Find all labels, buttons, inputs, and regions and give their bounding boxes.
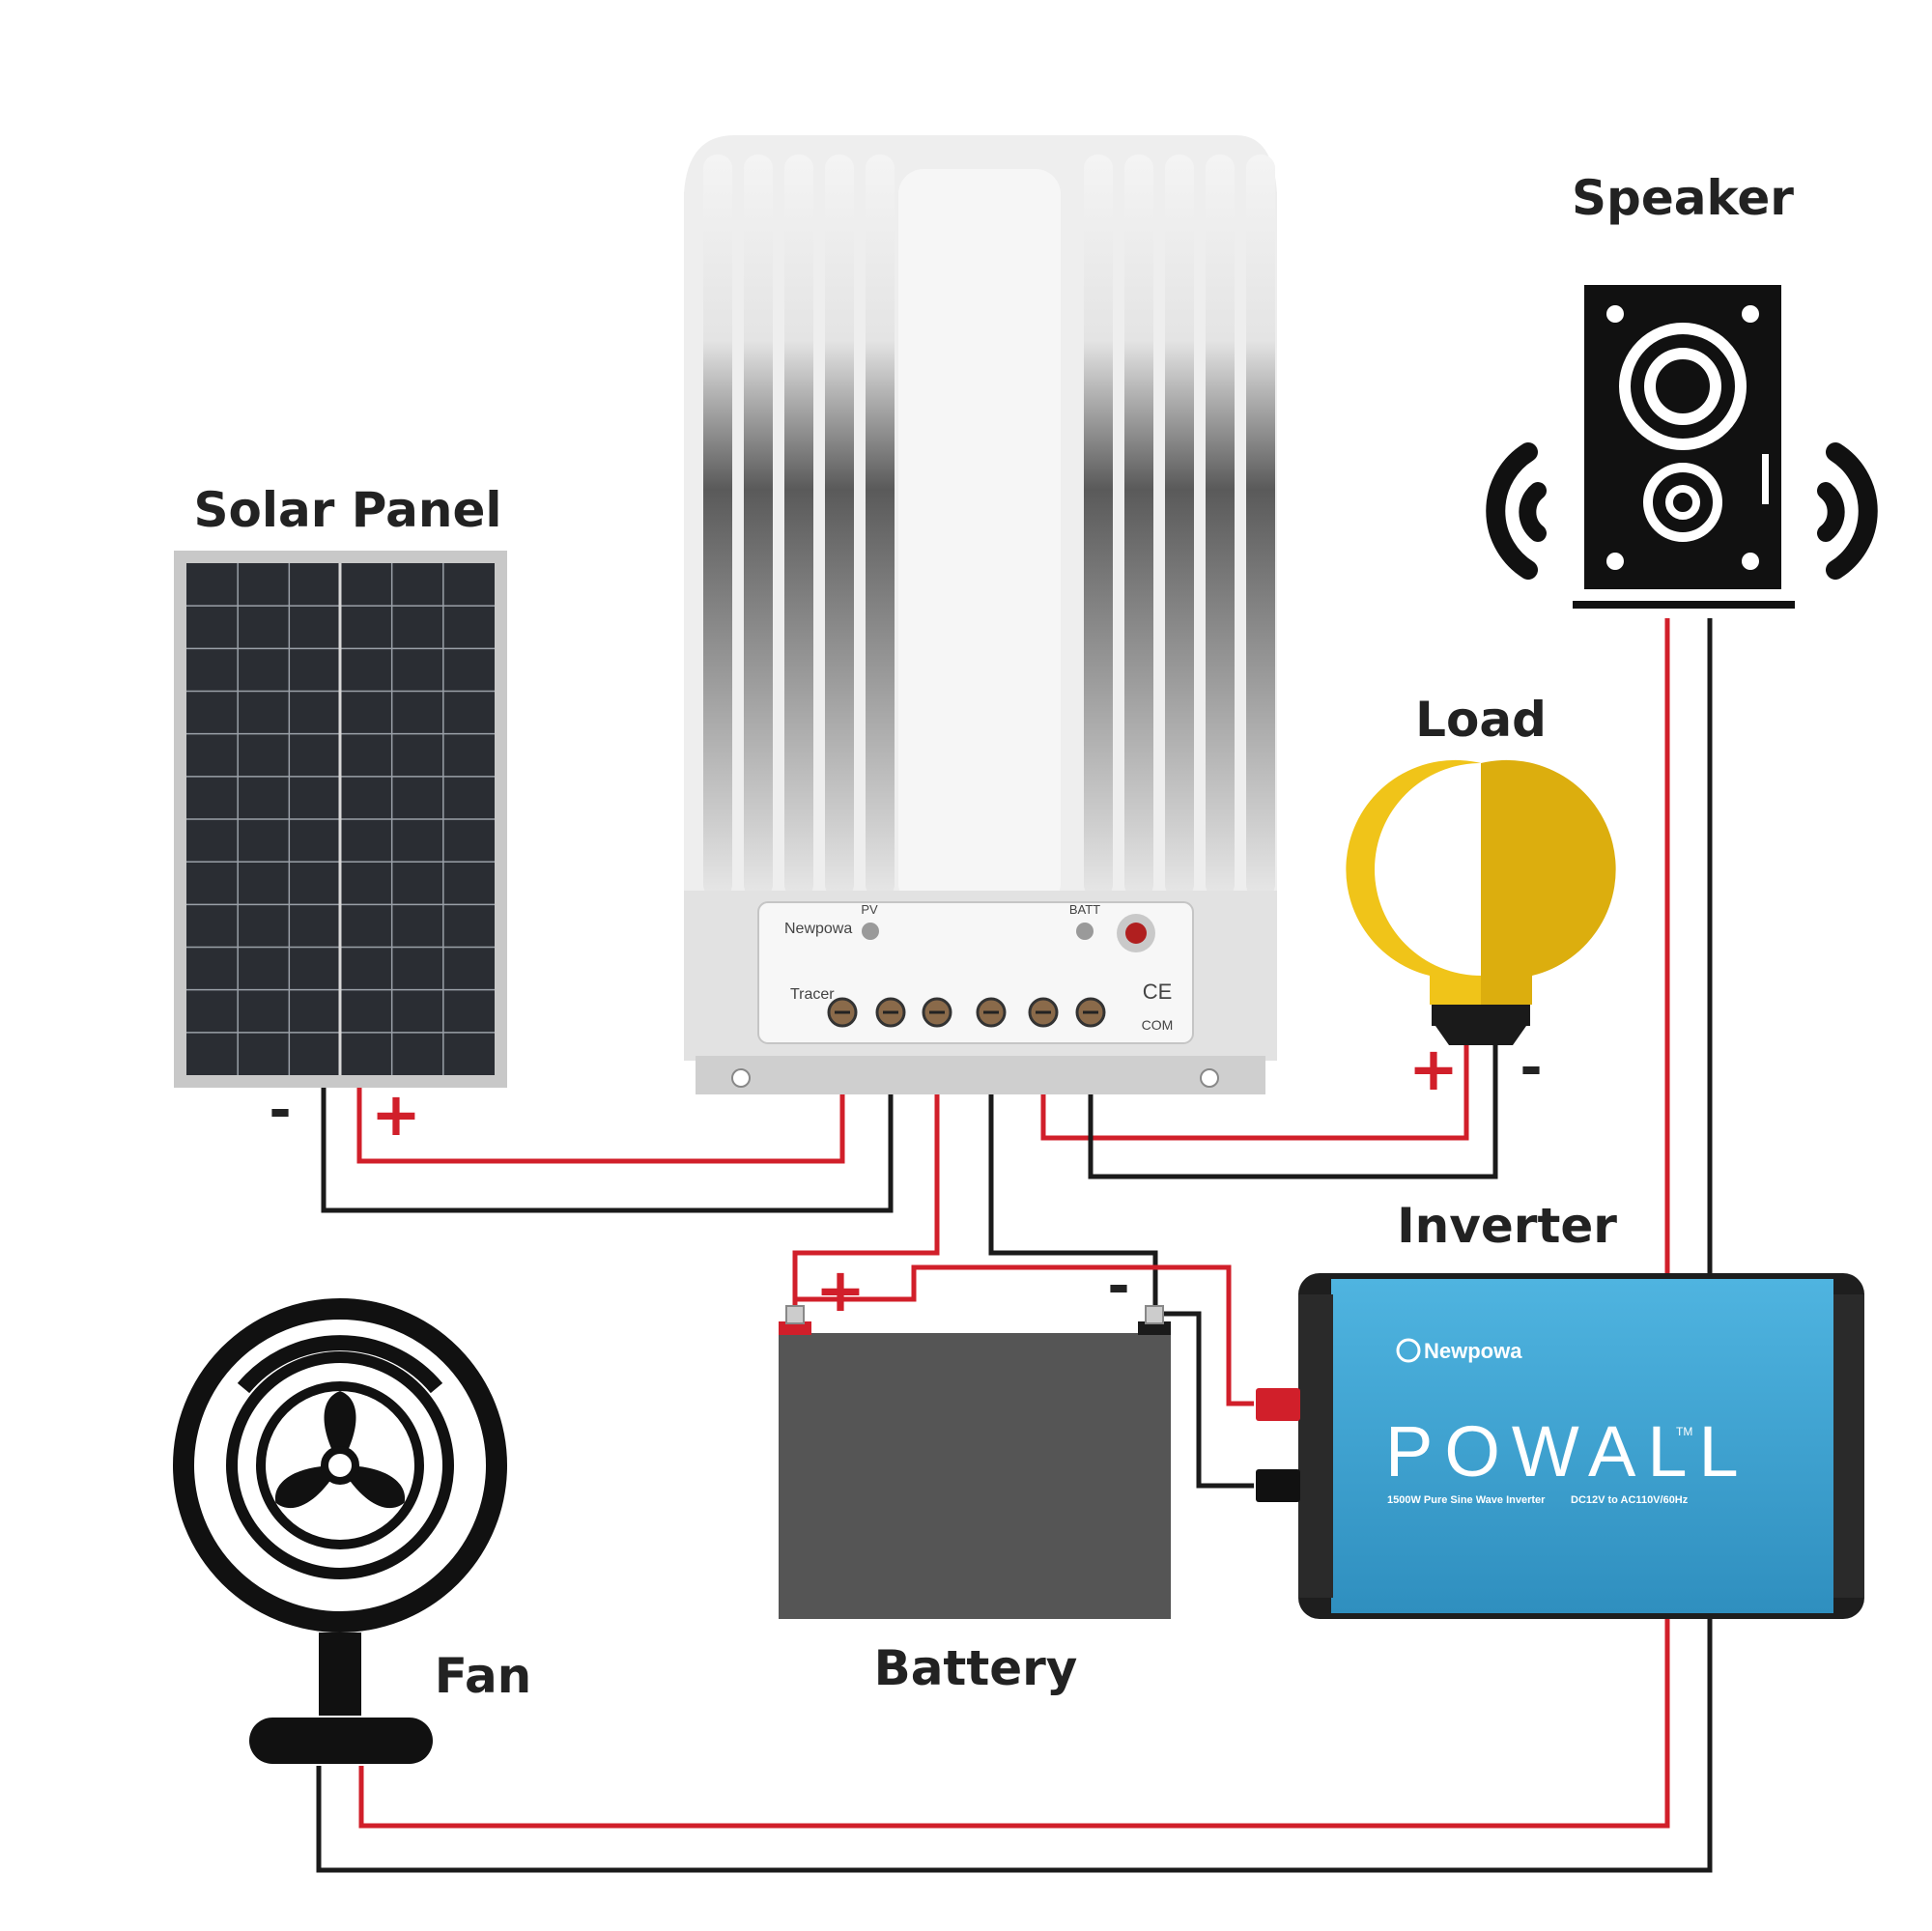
fan-label: Fan: [435, 1648, 532, 1704]
heatsink-fin: [703, 155, 732, 898]
charge-controller: [684, 135, 1277, 1094]
speaker-label: Speaker: [1572, 170, 1794, 226]
battery-plus-sign: +: [815, 1255, 866, 1325]
inverter-label: Inverter: [1397, 1198, 1617, 1254]
solar-panel-label: Solar Panel: [194, 482, 502, 538]
solar-panel: [174, 551, 507, 1088]
heatsink-fin: [825, 155, 854, 898]
heatsink-fin: [866, 155, 895, 898]
heatsink-fin: [784, 155, 813, 898]
heatsink-fin: [744, 155, 773, 898]
wire-inverter-negative: [1155, 1311, 1254, 1489]
controller-com-label: COM: [1142, 1017, 1174, 1033]
wire-load-negative: [1088, 1045, 1498, 1179]
load-bulb-icon: [1346, 759, 1616, 1045]
wire-fan-negative: [316, 1619, 1713, 1873]
heatsink-fin: [1246, 155, 1275, 898]
wire-battery-negative: [988, 1056, 1158, 1306]
inverter-spec-left: 1500W Pure Sine Wave Inverter: [1387, 1494, 1546, 1506]
controller-batt-label: BATT: [1069, 902, 1100, 917]
wire-battery-positive: [792, 1056, 940, 1306]
fan-icon: [173, 1298, 507, 1764]
wire-solar-positive: [356, 1056, 845, 1164]
inverter-spec-right: DC12V to AC110V/60Hz: [1571, 1494, 1689, 1506]
wire-load-positive: [1040, 1045, 1469, 1141]
heatsink-fin: [1165, 155, 1194, 898]
inverter-brand: Newpowa: [1424, 1339, 1522, 1363]
inverter-tm: TM: [1676, 1425, 1692, 1438]
load-label: Load: [1415, 692, 1547, 748]
controller-pv-label: PV: [861, 902, 878, 917]
battery-minus-sign: -: [1107, 1255, 1129, 1318]
battery-label: Battery: [874, 1640, 1078, 1696]
wire-fan-positive: [358, 1619, 1670, 1829]
solar-minus-sign: -: [269, 1079, 291, 1142]
heatsink-fins: [703, 155, 1275, 898]
load-plus-sign: +: [1408, 1034, 1459, 1104]
speaker-icon: [1486, 285, 1878, 609]
battery-icon: [779, 1305, 1171, 1619]
solar-plus-sign: +: [371, 1079, 421, 1150]
heatsink-fin: [1124, 155, 1153, 898]
inverter-unit: [1256, 1273, 1864, 1619]
load-minus-sign: -: [1520, 1036, 1542, 1099]
wire-inverter-positive: [792, 1264, 1254, 1406]
heatsink-fin: [1206, 155, 1235, 898]
inverter-name: POWALL: [1385, 1411, 1750, 1491]
controller-terminals: [827, 997, 1106, 1028]
controller-brand: Newpowa: [784, 921, 852, 937]
wire-solar-negative: [321, 1056, 894, 1213]
controller-model-label: Tracer: [790, 986, 835, 1003]
controller-ce-mark: CE: [1143, 980, 1173, 1004]
heatsink-fin: [1084, 155, 1113, 898]
wires: [316, 618, 1713, 1873]
